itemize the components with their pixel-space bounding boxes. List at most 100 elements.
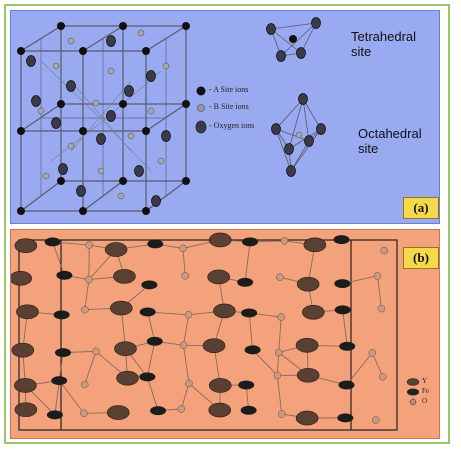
oxygen-ion — [106, 35, 116, 47]
a-site-ion — [79, 47, 87, 55]
a-site-ion — [17, 207, 25, 215]
y-ion — [296, 367, 320, 383]
fe-ion — [237, 277, 254, 287]
b-site-ion — [52, 62, 60, 70]
oxygen-ion — [266, 23, 276, 35]
a-site-ion — [57, 100, 65, 108]
b-site-ion — [147, 107, 155, 115]
bond — [182, 248, 186, 276]
b-site-ion — [42, 172, 50, 180]
y-ion — [302, 304, 325, 320]
fe-ion — [241, 237, 258, 247]
oxygen-ion — [284, 143, 294, 155]
fe-ion — [338, 380, 355, 390]
y-ion — [213, 303, 236, 319]
fe-ion — [240, 405, 257, 415]
fe-ion — [334, 279, 351, 289]
bond — [180, 383, 190, 410]
legend-oxygen-label: - Oxygen ions — [209, 121, 255, 130]
o-ion — [276, 273, 284, 281]
a-site-ion — [57, 177, 65, 185]
o-ion — [85, 241, 93, 249]
oxygen-ion — [146, 70, 156, 82]
y-ion — [104, 242, 128, 257]
fe-ion — [46, 410, 63, 420]
a-site-ion — [17, 47, 25, 55]
oxygen-ion — [51, 117, 61, 129]
y-ion — [202, 338, 226, 354]
oxygen-ion — [304, 135, 314, 147]
y-ion — [14, 238, 38, 254]
fe-ion — [55, 348, 72, 358]
b-site-ion — [97, 167, 105, 175]
fe-ion — [139, 372, 156, 382]
bond — [147, 311, 156, 342]
garnet-lattice-diagram — [11, 232, 420, 431]
y-ion — [106, 405, 130, 420]
a-site-ion — [142, 47, 150, 55]
y-ion — [116, 370, 139, 386]
b-site-ion — [92, 99, 100, 107]
oxygen-ion — [161, 130, 171, 142]
oxygen-ion — [316, 123, 326, 135]
y-ion — [14, 378, 37, 393]
o-ion — [373, 272, 382, 280]
oxygen-ion — [96, 133, 106, 145]
o-ion — [184, 311, 193, 319]
oxygen-ion — [66, 80, 76, 92]
legend-y-dot — [406, 378, 420, 386]
lattice-bonds — [22, 239, 384, 419]
oxygen-ion — [296, 47, 306, 59]
b-site-ion — [127, 132, 135, 140]
legend-fe-label: Fe — [422, 387, 429, 395]
fe-ion — [339, 341, 356, 351]
oxygen-ion — [76, 185, 86, 197]
fe-ion — [337, 413, 354, 423]
oxygen-ion — [151, 195, 161, 207]
legend-o-label: O — [422, 397, 428, 405]
bond — [244, 241, 251, 283]
legend-y-label: Y — [422, 377, 428, 385]
o-ion — [280, 237, 289, 245]
bond — [248, 312, 254, 350]
o-ion — [277, 410, 286, 418]
o-ion — [185, 379, 193, 388]
fe-ion — [53, 310, 70, 320]
oxygen-ion — [298, 93, 308, 105]
panel-a-tag: (a) — [403, 197, 439, 219]
a-site-ion — [182, 177, 190, 185]
bond — [52, 241, 65, 276]
bond — [342, 309, 348, 347]
bond — [58, 380, 85, 414]
bond — [377, 275, 382, 309]
o-ion — [81, 305, 89, 314]
o-ion — [380, 246, 388, 255]
o-ion — [177, 405, 186, 413]
bond — [346, 352, 373, 386]
fe-ion — [244, 345, 261, 355]
a-site-ion — [119, 22, 127, 30]
cube-atoms — [17, 22, 190, 215]
o-ion — [379, 372, 387, 381]
bond — [54, 380, 60, 415]
fe-ion — [147, 239, 164, 249]
o-ion — [274, 348, 283, 357]
legend-oxygen-dot — [195, 120, 207, 134]
a-site-ion — [79, 207, 87, 215]
a-site-ion — [79, 127, 87, 135]
y-ion — [208, 402, 232, 418]
octahedral-site-label: Octahedral site — [358, 126, 422, 156]
a-site-ion — [182, 100, 190, 108]
oxygen-ion — [58, 163, 68, 175]
fe-ion — [51, 376, 68, 386]
o-ion — [273, 371, 282, 380]
fe-ion — [141, 280, 158, 290]
o-ion — [179, 244, 187, 253]
a-site-ion — [142, 127, 150, 135]
oxygen-ion — [134, 165, 144, 177]
o-ion — [277, 313, 285, 321]
bond — [371, 352, 384, 377]
spinel-cube-diagram — [17, 17, 326, 215]
bond — [183, 314, 189, 346]
y-ion — [208, 232, 232, 248]
